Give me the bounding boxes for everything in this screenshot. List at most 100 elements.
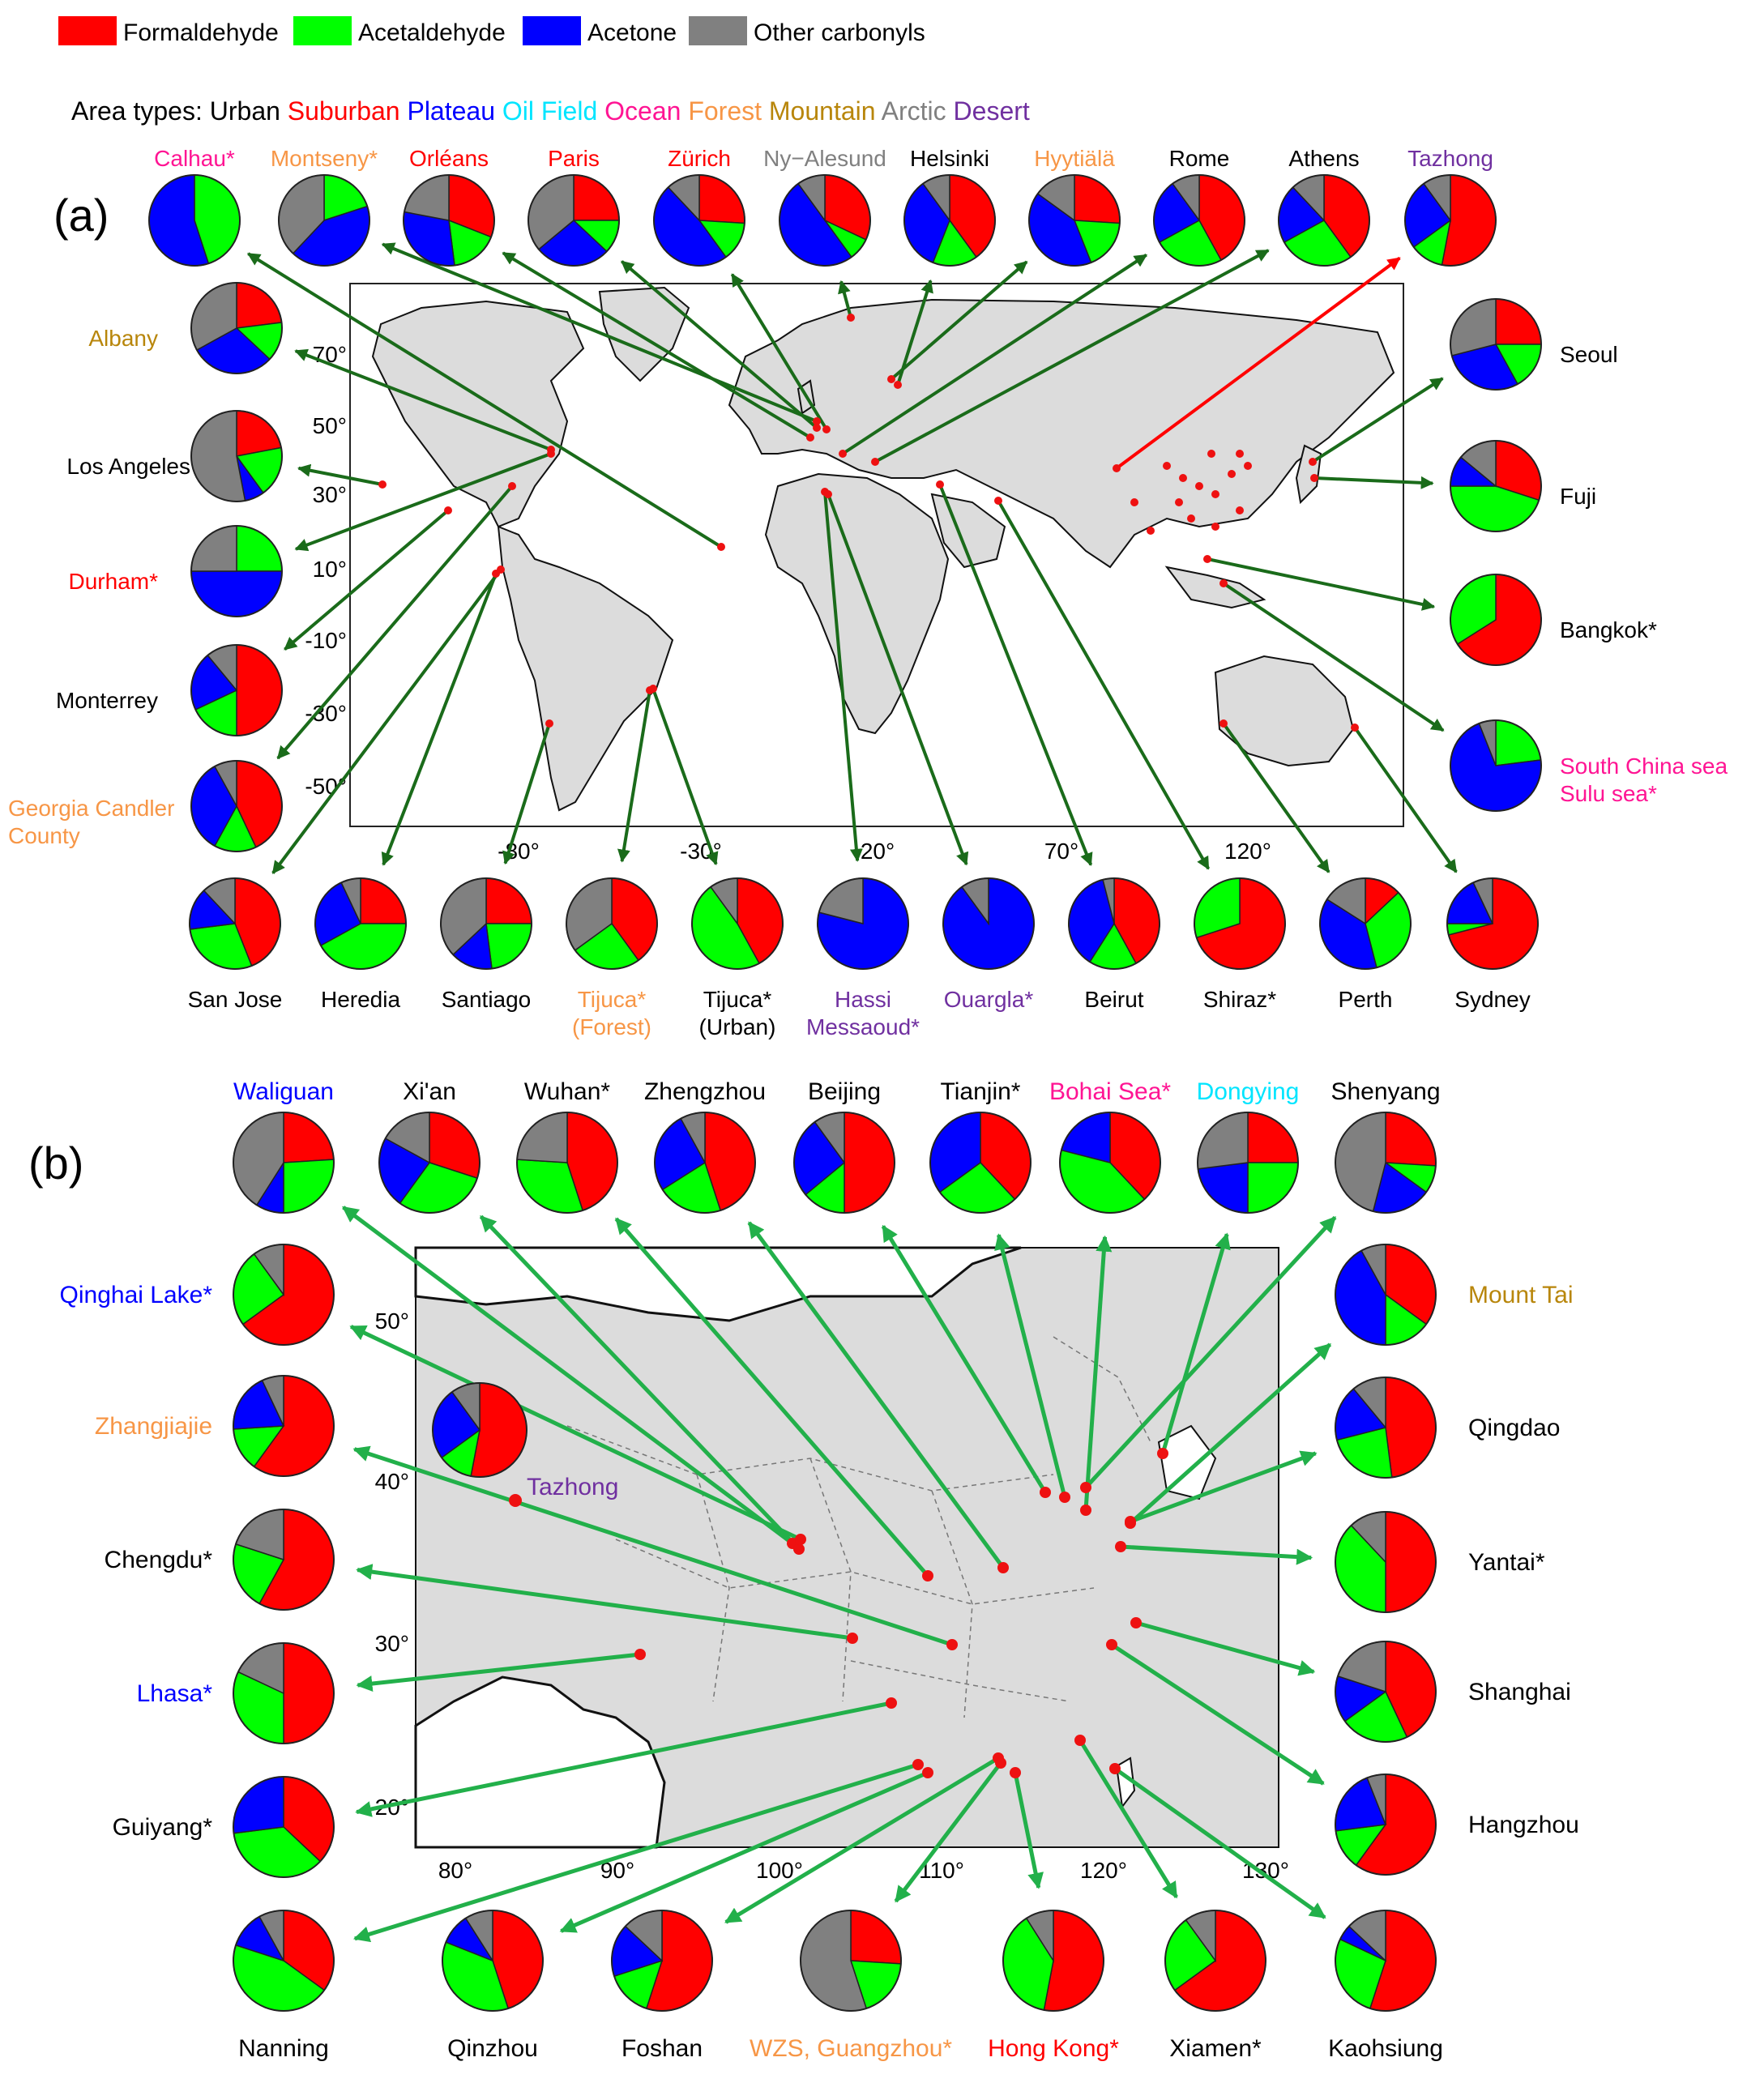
pie-outline <box>1059 1112 1161 1214</box>
world-x-tick: 120° <box>1224 839 1271 864</box>
pie-xiamen <box>1164 1910 1266 2012</box>
pie-durham <box>190 525 283 617</box>
pie-outline <box>1335 1511 1437 1613</box>
site-marker-wzs-guangzhou <box>995 1757 1006 1769</box>
legend-label-other-carbonyls: Other carbonyls <box>754 19 925 46</box>
arrow-shenyang <box>1084 1215 1337 1489</box>
site-marker-sydney <box>1351 724 1359 732</box>
site-marker-tianjin <box>1059 1492 1070 1503</box>
pie-sydney <box>1446 877 1539 970</box>
site-label-yantai: Yantai* <box>1468 1549 1545 1576</box>
pie-outline <box>1335 1641 1437 1743</box>
pie-outline <box>1153 174 1245 267</box>
pie-outline <box>1164 1910 1266 2012</box>
pie-wzs-guangzhou <box>800 1910 902 2012</box>
pie-inset-tazhong <box>432 1382 527 1478</box>
arrow-santiago <box>502 723 551 865</box>
site-label-zhangjiajie: Zhangjiajie <box>95 1413 212 1440</box>
area-type-plateau: Plateau <box>407 96 502 126</box>
china-x-tick: 80° <box>438 1858 472 1883</box>
pie-albany <box>190 282 283 374</box>
area-type-desert: Desert <box>954 96 1030 126</box>
pie-paris <box>527 174 620 267</box>
pie-xi-an <box>378 1112 481 1214</box>
pie-outline <box>1335 1112 1437 1214</box>
arrow-durham <box>294 452 552 552</box>
site-label-perth: Perth <box>1339 987 1393 1012</box>
site-label-tijuca-urban: Tijuca*(Urban) <box>699 987 776 1039</box>
pie-tijuca-urban <box>691 877 784 970</box>
world-y-tick: 30° <box>313 482 347 507</box>
pie-outline <box>233 1375 335 1477</box>
legend-label-acetaldehyde: Acetaldehyde <box>358 19 506 46</box>
pie-tianjin <box>929 1112 1031 1214</box>
arrow-kaohsiung <box>1113 1766 1326 1919</box>
pie-rome <box>1153 174 1245 267</box>
legend-label-formaldehyde: Formaldehyde <box>123 19 279 46</box>
site-marker-durham <box>547 450 555 458</box>
site-marker-perth <box>1219 719 1228 728</box>
site-marker-qinghai-lake <box>795 1534 806 1545</box>
arrow-san-jose <box>271 568 502 874</box>
pie-outline <box>1028 174 1121 267</box>
world-landmasses <box>371 286 1395 812</box>
site-marker-heredia <box>492 570 500 578</box>
area-type-forest: Forest <box>688 96 769 126</box>
pie-outline <box>190 644 283 736</box>
site-marker-z-rich <box>822 425 831 433</box>
site-marker-chengdu <box>847 1633 858 1644</box>
pie-outline <box>691 877 784 970</box>
site-label-helsinki: Helsinki <box>910 146 989 171</box>
pie-outline <box>516 1112 618 1214</box>
pie-ouargla <box>942 877 1035 970</box>
pie-slice-acetaldehyde <box>283 1159 335 1214</box>
area-types-legend: Area types: Urban Suburban Plateau Oil F… <box>71 96 1030 126</box>
pie-outline <box>527 174 620 267</box>
pie-slice-formaldehyde <box>236 644 283 736</box>
pie-outline <box>233 1910 335 2012</box>
arrow-ouargla <box>826 493 969 866</box>
site-marker-ouargla <box>824 490 832 498</box>
world-x-tick: -80° <box>498 839 540 864</box>
arrow-tazhong <box>1115 256 1401 470</box>
site-marker-wuhan <box>922 1570 933 1581</box>
site-marker-south-china-sea-sulu-sea <box>1219 579 1228 587</box>
site-marker-fuji <box>1310 474 1318 482</box>
site-marker-georgia-candler-county <box>508 482 516 490</box>
site-marker-tazhong <box>1113 464 1121 472</box>
pie-qinzhou <box>442 1910 544 2012</box>
site-marker-orl-ans <box>806 433 814 442</box>
site-marker-ny-alesund <box>847 314 855 322</box>
pie-zhangjiajie <box>233 1375 335 1477</box>
pie-slice-formaldehyde <box>1385 1112 1437 1167</box>
pie-outline <box>378 1112 481 1214</box>
site-marker-beirut <box>936 480 944 489</box>
arrow-nanning <box>352 1762 919 1943</box>
site-marker-china-1 <box>1179 474 1187 482</box>
arrow-zhangjiajie <box>352 1445 953 1647</box>
site-label-qinzhou: Qinzhou <box>447 2035 538 2062</box>
site-label-line: South China sea <box>1560 753 1728 779</box>
pie-kaohsiung <box>1335 1910 1437 2012</box>
site-label-bohai-sea: Bohai Sea* <box>1049 1078 1171 1105</box>
arrow-yantai <box>1120 1544 1313 1565</box>
site-label-ny-alesund: Ny−Alesund <box>763 146 886 171</box>
south-asia-outline <box>414 1675 666 1849</box>
arrow-tijuca-forest <box>617 689 651 863</box>
site-marker-tijuca-urban <box>649 685 657 693</box>
pie-bohai-sea <box>1059 1112 1161 1214</box>
pie-beirut <box>1068 877 1160 970</box>
area-types-prefix: Area types: <box>71 96 210 126</box>
arrow-hyyti-l <box>890 260 1028 381</box>
pie-seoul <box>1450 298 1542 391</box>
site-marker-shanghai <box>1130 1617 1142 1628</box>
pie-shanghai <box>1335 1641 1437 1743</box>
site-label-montseny: Montseny* <box>271 146 378 171</box>
arrow-qinzhou <box>559 1770 929 1933</box>
arrow-beijing <box>881 1224 1048 1494</box>
site-marker-china-6 <box>1187 514 1195 523</box>
pie-outline <box>190 760 283 852</box>
site-label-wuhan: Wuhan* <box>524 1078 611 1105</box>
